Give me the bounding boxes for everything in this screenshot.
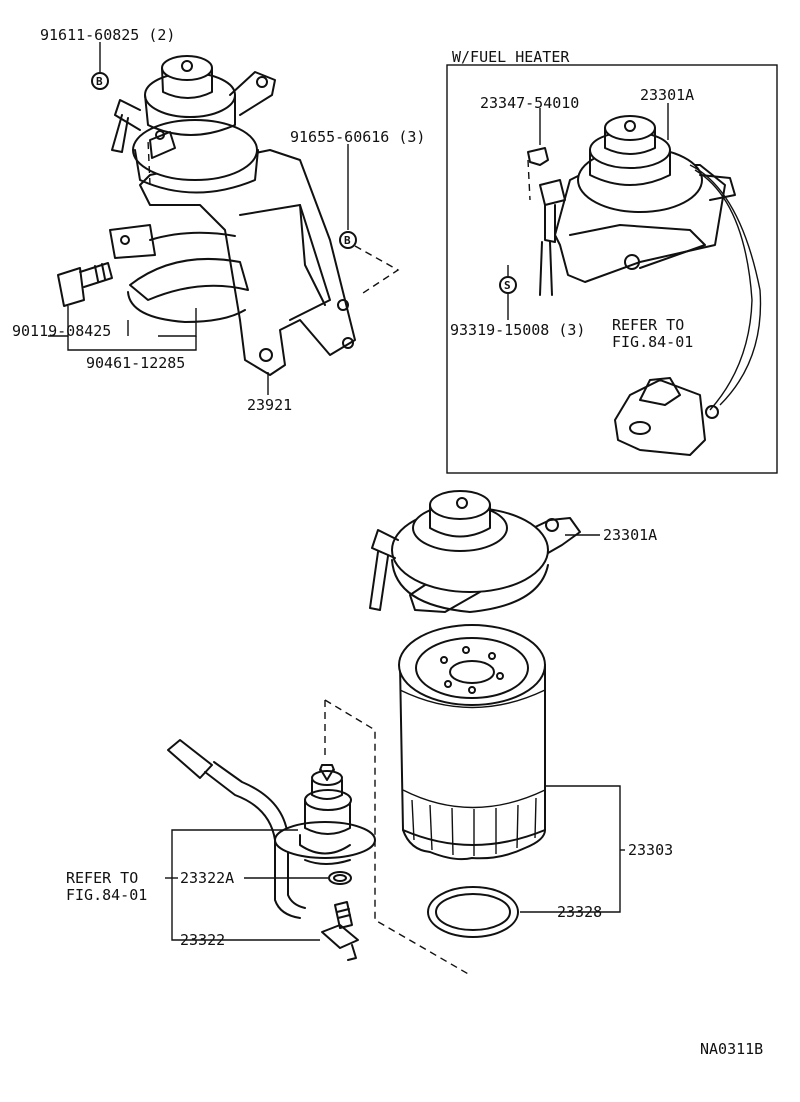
label-91655-60616: 91655-60616 (3) bbox=[290, 128, 425, 146]
label-93319-15008: 93319-15008 (3) bbox=[450, 321, 585, 339]
label-90119-08425: 90119-08425 bbox=[12, 322, 111, 340]
label-90461-12285: 90461-12285 bbox=[86, 354, 185, 372]
label-fig-84-01-heater: FIG.84-01 bbox=[612, 333, 693, 351]
label-23347-54010: 23347-54010 bbox=[480, 94, 579, 112]
callout-s-heater: S bbox=[499, 276, 517, 294]
fuel-heater-box bbox=[446, 64, 778, 474]
label-23303: 23303 bbox=[628, 841, 673, 859]
fuel-filter-23303 bbox=[398, 624, 546, 861]
label-23328: 23328 bbox=[557, 903, 602, 921]
label-91611-60825: 91611-60825 (2) bbox=[40, 26, 175, 44]
gasket-23328 bbox=[427, 886, 519, 938]
label-refer-to-switch: REFER TO bbox=[66, 869, 138, 887]
filter-head-23301a bbox=[369, 490, 581, 613]
svg-text:B: B bbox=[96, 75, 103, 88]
label-refer-to-heater: REFER TO bbox=[612, 316, 684, 334]
fuel-heater-sensor bbox=[614, 377, 719, 456]
svg-text:B: B bbox=[344, 234, 351, 247]
callout-b-bracket: B bbox=[339, 231, 357, 249]
callout-b-top: B bbox=[91, 72, 109, 90]
label-fig-84-01-switch: FIG.84-01 bbox=[66, 886, 147, 904]
label-23921: 23921 bbox=[247, 396, 292, 414]
svg-text:S: S bbox=[504, 279, 511, 292]
diagram-code: NA0311B bbox=[700, 1040, 763, 1058]
label-23301a-heater: 23301A bbox=[640, 86, 694, 104]
label-23322: 23322 bbox=[180, 931, 225, 949]
water-warning-switch bbox=[167, 739, 376, 961]
filter-bracket-assembly bbox=[57, 55, 356, 376]
fuel-heater-filter-head bbox=[527, 115, 762, 411]
label-23322a: 23322A bbox=[180, 869, 234, 887]
fuel-heater-title: W/FUEL HEATER bbox=[452, 48, 570, 66]
label-23301a-head: 23301A bbox=[603, 526, 657, 544]
